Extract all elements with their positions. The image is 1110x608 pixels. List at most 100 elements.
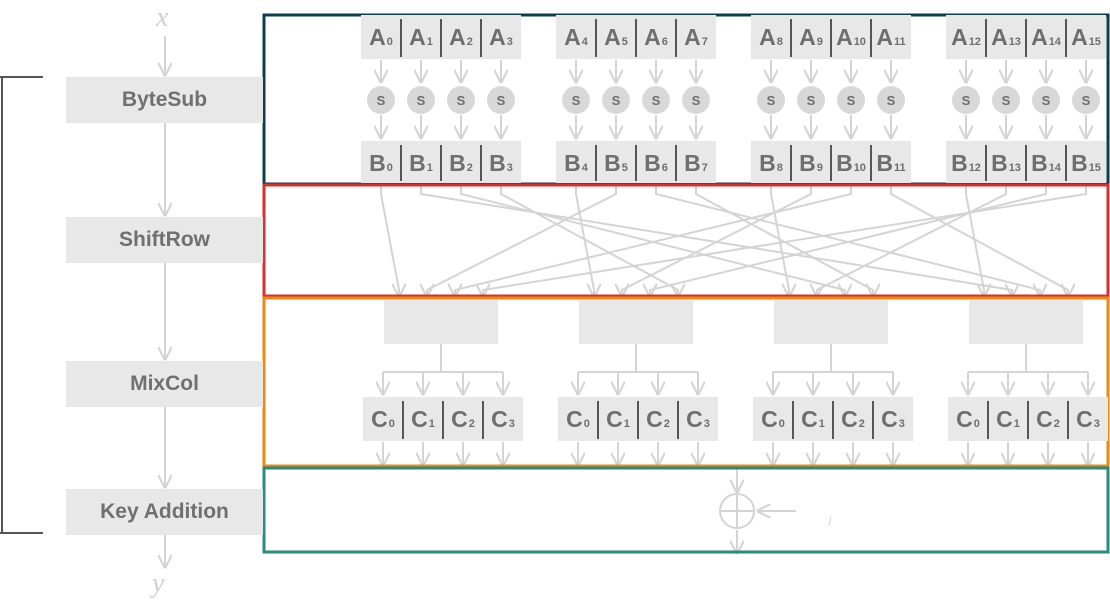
b-cell-1-index: 1 [426,162,433,174]
b-cell-divider [635,145,637,181]
c-cell-12-index: 0 [973,418,980,430]
c-cell-2-index: 2 [468,418,475,430]
sbox-10: S [837,86,865,114]
b-cell-2-letter: B [449,150,466,176]
c-cell-15-index: 3 [1093,418,1100,430]
c-cell-divider [872,401,874,439]
sbox-4: S [562,86,590,114]
a-cell-10-index: 10 [853,36,866,48]
c-cell-12-letter: C [956,406,973,432]
a-cell-6-letter: A [644,24,661,50]
c-cell-divider [792,401,794,439]
shiftrow-wire-8 [770,184,789,296]
b-cell-5-letter: B [604,150,621,176]
c-cell-10-letter: C [841,406,858,432]
a-cell-7-letter: A [684,24,701,50]
shiftrow-wire-4 [575,184,594,296]
b-cell-10-letter: B [836,150,853,176]
mixcolumn-box-1 [579,300,693,344]
b-cell-divider [1065,145,1067,181]
a-cell-divider [480,19,482,57]
stage-bytesub-label: ByteSub [66,77,263,123]
c-cell-15-letter: C [1076,406,1093,432]
a-cell-divider [790,19,792,57]
a-cell-8-index: 8 [776,36,783,48]
a-cell-9-index: 9 [816,36,823,48]
c-cell-3-index: 3 [508,418,515,430]
sbox-12: S [952,86,980,114]
b-cell-0-index: 0 [386,162,393,174]
c-cell-3-letter: C [491,406,508,432]
a-cell-2-letter: A [449,24,466,50]
b-cell-14-letter: B [1031,150,1048,176]
shiftrow-wire-12 [965,184,984,296]
a-cell-divider [595,19,597,57]
c-cell-4-letter: C [566,406,583,432]
b-cell-divider [870,145,872,181]
c-cell-9-index: 1 [818,418,825,430]
a-cell-3-letter: A [489,24,506,50]
sbox-3: S [487,86,515,114]
sbox-6: S [642,86,670,114]
c-cell-4-index: 0 [583,418,590,430]
shiftrow-frame [262,183,1110,298]
stage-keyaddition-label: Key Addition [66,489,263,535]
connector-lines [0,36,1088,567]
a-cell-4-letter: A [564,24,581,50]
stage-shiftrow-label: ShiftRow [66,217,263,263]
shiftrow-wire-15 [890,184,1068,296]
shiftrow-wire-9 [817,184,1007,296]
c-cell-0-index: 0 [388,418,395,430]
b-cell-divider [675,145,677,181]
c-cell-divider [1067,401,1069,439]
sbox-1: S [407,86,435,114]
b-cell-12-letter: B [951,150,968,176]
b-cell-1-letter: B [409,150,426,176]
shiftrow-wire-11 [695,184,873,296]
a-cell-divider [400,19,402,57]
c-cell-14-index: 2 [1053,418,1060,430]
c-cell-divider [987,401,989,439]
b-cell-9-index: 9 [816,162,823,174]
b-cell-0-letter: B [369,150,386,176]
a-cell-0-letter: A [369,24,386,50]
c-cell-6-index: 2 [663,418,670,430]
keyadd-frame [262,466,1110,554]
sbox-7: S [682,86,710,114]
c-cell-0-letter: C [371,406,388,432]
mixcolumn-box-3 [969,300,1083,344]
sbox-9: S [797,86,825,114]
c-cell-14-letter: C [1036,406,1053,432]
b-cell-8-letter: B [759,150,776,176]
c-cell-8-index: 0 [778,418,785,430]
b-cell-12-index: 12 [968,162,981,174]
a-cell-divider [440,19,442,57]
